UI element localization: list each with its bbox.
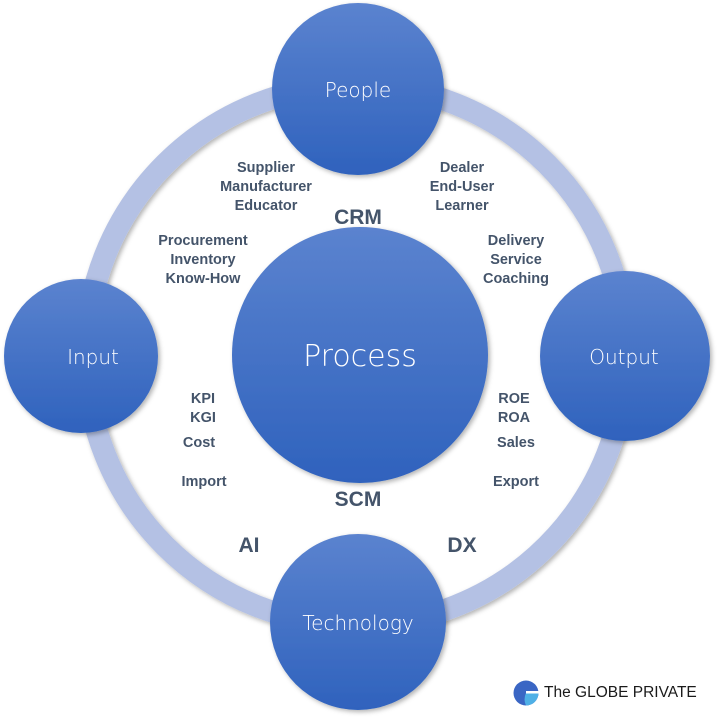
list-item: Inventory: [170, 252, 235, 268]
stakeholders-demand-list: Dealer End-User Learner: [430, 160, 495, 214]
list-item: Supplier: [237, 160, 295, 176]
list-item: Service: [490, 252, 542, 268]
list-item: Know-How: [166, 271, 242, 287]
dx-tag: DX: [447, 534, 476, 557]
list-item: Learner: [435, 198, 489, 214]
list-item: Export: [493, 474, 539, 490]
output-label: Output: [589, 345, 658, 369]
list-item: Coaching: [483, 271, 549, 287]
list-item: Import: [181, 474, 226, 490]
stakeholders-supply-list: Supplier Manufacturer Educator: [220, 160, 312, 214]
people-node[interactable]: People: [272, 3, 444, 175]
input-node[interactable]: Input: [4, 279, 158, 433]
technology-label: Technology: [302, 611, 413, 635]
list-item: ROE: [498, 391, 530, 407]
people-label: People: [325, 78, 391, 102]
brand-logo: The GLOBE PRIVATE: [513, 680, 697, 706]
output-metrics-list: ROE ROA Sales Export: [493, 391, 539, 490]
list-item: Sales: [497, 435, 535, 451]
output-node[interactable]: Output: [540, 271, 710, 441]
list-item: Educator: [235, 198, 298, 214]
input-label: Input: [67, 345, 119, 369]
list-item: Manufacturer: [220, 179, 312, 195]
process-node[interactable]: Process: [232, 227, 488, 483]
process-label: Process: [303, 339, 417, 374]
scm-tag: SCM: [335, 488, 382, 511]
list-item: KPI: [191, 391, 215, 407]
list-item: Cost: [183, 435, 215, 451]
output-services-list: Delivery Service Coaching: [483, 233, 549, 287]
list-item: KGI: [190, 410, 216, 426]
list-item: Delivery: [488, 233, 544, 249]
technology-node[interactable]: Technology: [270, 534, 446, 710]
crm-tag: CRM: [334, 206, 382, 229]
ai-tag: AI: [239, 534, 260, 557]
list-item: End-User: [430, 179, 495, 195]
list-item: Procurement: [158, 233, 248, 249]
list-item: ROA: [498, 410, 531, 426]
list-item: Dealer: [440, 160, 485, 176]
globe-logo-icon: [513, 680, 539, 706]
input-metrics-list: KPI KGI Cost Import: [181, 391, 226, 490]
brand-name: The GLOBE PRIVATE: [544, 684, 697, 701]
input-resources-list: Procurement Inventory Know-How: [158, 233, 248, 287]
